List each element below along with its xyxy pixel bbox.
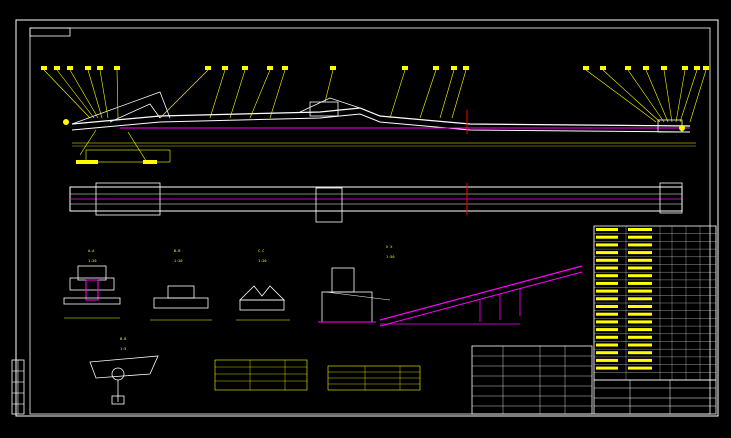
left-revision-strip	[11, 359, 25, 415]
parts-list-text-mark	[628, 228, 652, 231]
section-label-b: B-B	[174, 249, 180, 253]
parts-list-text-mark	[596, 312, 618, 316]
plan-view	[69, 182, 683, 223]
parts-list-text-mark	[596, 235, 618, 239]
parts-list-text-mark	[628, 366, 652, 370]
parts-list-text-mark	[628, 351, 652, 355]
parts-list-text-mark	[628, 281, 652, 285]
parts-list-text-mark	[596, 251, 618, 255]
section-a-a	[63, 265, 121, 319]
main-conveyor-elevation	[63, 91, 696, 163]
parts-list-text-mark	[596, 335, 618, 339]
parts-list-text-mark	[596, 351, 618, 355]
parts-list-text-mark	[628, 305, 652, 308]
parts-list-text-mark	[628, 289, 652, 293]
section-label-x: X X	[386, 245, 393, 249]
parts-list-text-mark	[628, 312, 652, 316]
section-label-c: C-C	[258, 249, 264, 253]
parts-list-text-mark	[628, 251, 652, 255]
parts-list-text-mark	[596, 366, 618, 370]
section-c-c	[236, 285, 290, 321]
inner-frame	[29, 27, 711, 415]
parts-list-text-mark	[596, 289, 618, 293]
parts-list-text-mark	[596, 305, 618, 308]
small-table-1	[214, 359, 308, 391]
section-scale-a: 1:20	[88, 259, 96, 263]
parts-list-text-mark	[596, 328, 618, 332]
parts-list-table	[593, 225, 717, 381]
parts-list-text-mark	[596, 258, 618, 262]
detail-scale: 1:5	[120, 347, 126, 351]
parts-list-text-mark	[596, 320, 618, 324]
parts-list-text-mark	[596, 228, 618, 231]
section-scale-x: 1:50	[386, 255, 394, 259]
parts-list-text-mark	[628, 235, 652, 239]
item-balloons	[41, 66, 709, 164]
section-scale-b: 1:20	[174, 259, 182, 263]
section-x-head	[318, 267, 391, 323]
outer-frame	[15, 19, 719, 417]
parts-list-text-mark	[596, 274, 618, 278]
detail-label: B-B	[120, 337, 126, 341]
parts-list-text-mark	[628, 320, 652, 324]
parts-list-text-mark	[628, 328, 652, 332]
parts-list-text-mark	[628, 274, 652, 278]
section-label-a: A-A	[88, 249, 95, 253]
parts-list-text-mark	[628, 297, 652, 301]
parts-list-text-mark	[596, 266, 618, 270]
section-b-b	[150, 285, 212, 321]
parts-list-text-mark	[596, 343, 618, 347]
parts-list-text-mark	[628, 258, 652, 262]
title-block	[593, 379, 717, 415]
parts-list-text-mark	[596, 281, 618, 285]
parts-list-text-mark	[628, 358, 652, 362]
parts-list-text-mark	[596, 358, 618, 362]
parts-list-text-mark	[628, 343, 652, 347]
section-scale-c: 1:20	[258, 259, 266, 263]
detail-view	[89, 355, 159, 405]
parts-list-text-mark	[628, 266, 652, 270]
parts-list-text-mark	[628, 335, 652, 339]
parts-list-text-mark	[628, 243, 652, 247]
parts-list-text-mark	[596, 243, 618, 247]
revision-table	[471, 345, 593, 415]
parts-list-text-mark	[596, 297, 618, 301]
title-tab	[29, 27, 71, 37]
item-leaders	[43, 69, 707, 165]
inclined-conveyor-view	[379, 265, 583, 327]
small-table-2	[327, 365, 421, 391]
